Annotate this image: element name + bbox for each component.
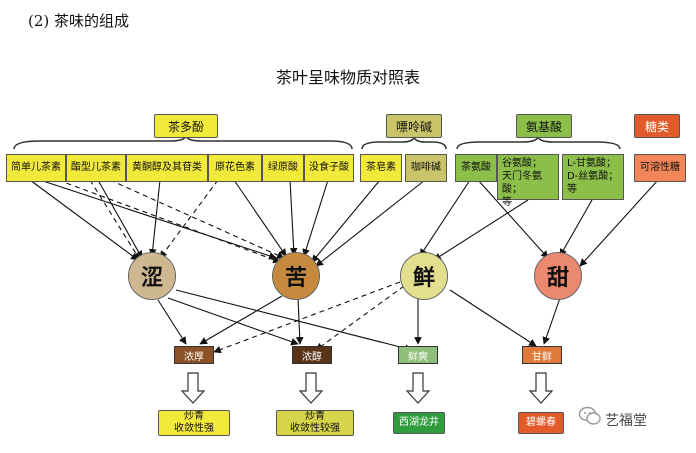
- hollow-arrow: [298, 372, 324, 404]
- result-biluochun: 碧螺春: [518, 412, 564, 434]
- taste-sweet: 甜: [534, 252, 582, 300]
- wechat-icon: [578, 406, 601, 425]
- hollow-arrow: [405, 372, 431, 404]
- sensation-fresh-brisk: 鲜爽: [398, 346, 438, 364]
- watermark-text: 艺福堂: [605, 413, 647, 429]
- taste-astringent: 涩: [128, 252, 176, 300]
- substance-saponin: 茶皂素: [360, 154, 402, 182]
- taste-bitter: 苦: [272, 252, 320, 300]
- result-xihu-longjing: 西湖龙井: [393, 412, 445, 434]
- substance-ester-catechin: 酯型儿茶素: [66, 154, 126, 182]
- substance-gallic-acid: 没食子酸: [304, 154, 354, 182]
- sensation-rich: 浓厚: [174, 346, 214, 364]
- hollow-arrow: [180, 372, 206, 404]
- result-strong-astringency: 炒青 收敛性强: [158, 410, 230, 436]
- hollow-arrow: [528, 372, 554, 404]
- sensation-sweet-fresh: 甘鲜: [522, 346, 562, 364]
- substance-theanine: 茶氨酸: [455, 154, 497, 182]
- category-amino-acid: 氨基酸: [516, 114, 572, 138]
- category-sugar: 糖类: [634, 114, 680, 138]
- substance-flavonol: 黄酮醇及其苷类: [126, 154, 208, 182]
- taste-fresh: 鲜: [400, 252, 448, 300]
- substance-soluble-sugar: 可溶性糖: [634, 154, 686, 182]
- category-polyphenol: 茶多酚: [154, 114, 218, 138]
- substance-glutamic-aspartic: 谷氨酸； 天门冬氨酸； 等: [497, 154, 559, 208]
- substance-simple-catechin: 简单儿茶素: [6, 154, 66, 182]
- category-purine: 嘌呤碱: [386, 114, 442, 138]
- chart-title: 茶叶呈味物质对照表: [275, 68, 420, 87]
- substance-chlorogenic-acid: 绿原酸: [262, 154, 304, 182]
- substance-glycine-serine: L-甘氨酸； D-丝氨酸； 等: [562, 154, 624, 200]
- result-fairly-strong-astringency: 炒青 收敛性较强: [276, 410, 354, 436]
- sensation-mellow: 浓醇: [292, 346, 332, 364]
- section-heading: (2) 茶味的组成: [28, 12, 130, 30]
- substance-proanthocyanidin: 原花色素: [208, 154, 262, 182]
- substance-caffeine: 咖啡碱: [405, 154, 447, 182]
